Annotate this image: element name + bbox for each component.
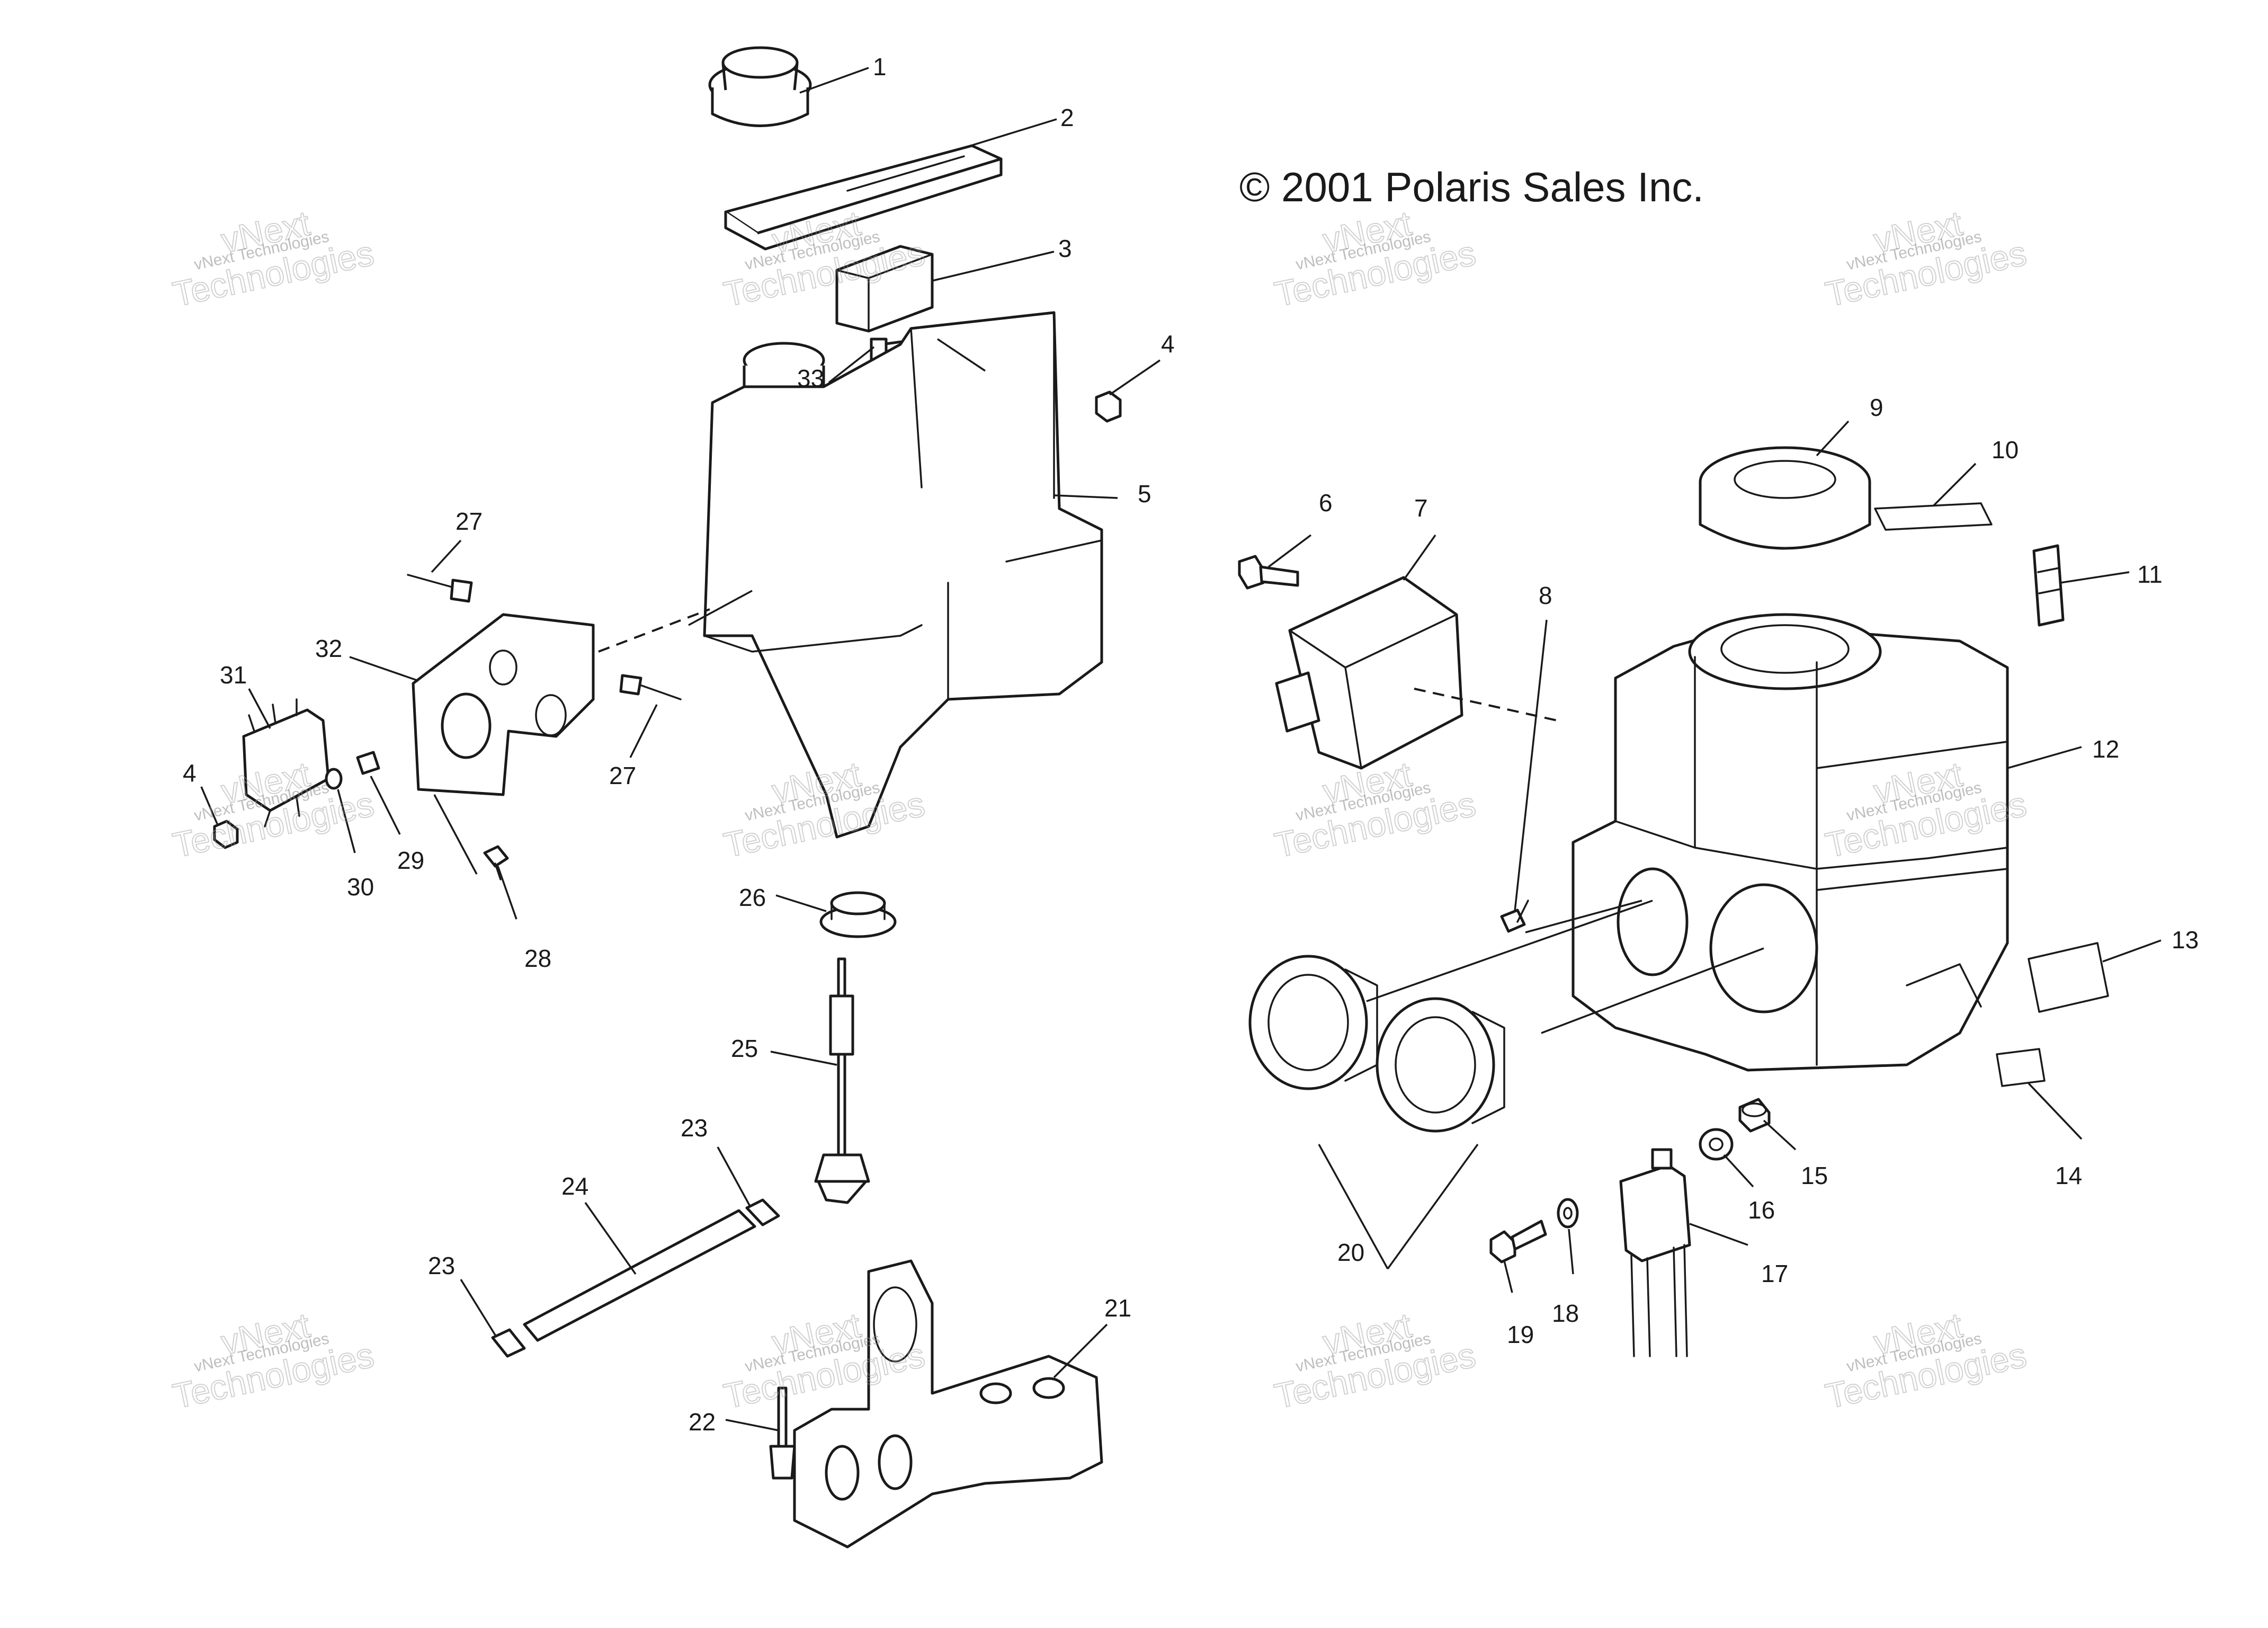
callout-29: 29 xyxy=(397,847,424,874)
part-5-reservoir xyxy=(703,311,1103,839)
part-7-module xyxy=(1275,576,1463,770)
callout-30: 30 xyxy=(347,873,374,901)
part-15-grommet xyxy=(1738,1098,1771,1133)
callout-26: 26 xyxy=(739,884,766,911)
callout-33: 33 xyxy=(797,364,824,392)
part-28-screw xyxy=(483,845,509,880)
part-3-block xyxy=(835,245,934,333)
part-25-sensor xyxy=(814,957,870,1204)
part-10-decal xyxy=(1874,502,1993,531)
part-26-grommet xyxy=(819,891,897,938)
part-4-nut-upper xyxy=(1095,390,1122,423)
callout-13: 13 xyxy=(2172,926,2199,954)
part-1-cap xyxy=(708,46,812,127)
watermark-1: vNext vNext Technologies Technologies xyxy=(169,203,378,315)
callout-20: 20 xyxy=(1337,1239,1364,1266)
callout-2: 2 xyxy=(1060,104,1074,131)
part-24-hose xyxy=(523,1209,756,1342)
watermark-9: vNext vNext Technologies Technologies xyxy=(169,1305,378,1417)
watermark-11: vNext vNext Technologies Technologies xyxy=(1271,1305,1479,1417)
callout-27-lower: 27 xyxy=(609,762,636,789)
callout-19: 19 xyxy=(1507,1321,1534,1348)
watermark-4: vNext vNext Technologies Technologies xyxy=(1821,203,2030,315)
callout-1: 1 xyxy=(873,53,887,81)
part-29-plate xyxy=(356,751,380,775)
callout-7: 7 xyxy=(1414,494,1428,522)
part-2-cover xyxy=(724,144,1003,251)
part-21-bracket xyxy=(793,1259,1103,1549)
part-27-pin-upper xyxy=(407,574,473,603)
part-19-bolt xyxy=(1489,1220,1547,1264)
callout-31: 31 xyxy=(220,661,247,689)
part-32-plate xyxy=(412,613,595,796)
part-8-valve xyxy=(1500,900,1529,933)
callout-8: 8 xyxy=(1539,582,1552,609)
callout-23-left: 23 xyxy=(428,1252,455,1279)
part-30-ring xyxy=(325,768,343,790)
callout-10: 10 xyxy=(1992,436,2019,464)
callout-4-lower: 4 xyxy=(183,759,197,787)
callout-labels: 1 2 3 4 5 6 7 8 9 10 11 12 13 14 15 16 1… xyxy=(183,53,2199,1436)
copyright-text: © 2001 Polaris Sales Inc. xyxy=(1239,164,1704,210)
part-17-coil xyxy=(1619,1148,1691,1357)
callout-15: 15 xyxy=(1801,1162,1828,1189)
part-13-decal xyxy=(2028,942,2109,1013)
part-4-nut-lower xyxy=(213,820,239,849)
part-23-clamp-right xyxy=(745,1198,780,1226)
explode-lines xyxy=(598,338,1764,1034)
callout-16: 16 xyxy=(1748,1196,1775,1224)
callout-32: 32 xyxy=(315,635,342,662)
part-20-boot-right xyxy=(1376,997,1505,1133)
callout-22: 22 xyxy=(689,1408,716,1436)
part-23-clamp-left xyxy=(491,1328,526,1358)
callout-23-right: 23 xyxy=(681,1114,708,1142)
part-27-pin-lower xyxy=(619,674,682,700)
part-18-washer xyxy=(1557,1198,1579,1229)
callout-4-upper: 4 xyxy=(1161,330,1175,358)
callout-27-upper: 27 xyxy=(456,508,483,535)
callout-28: 28 xyxy=(524,945,551,972)
part-6-bolt xyxy=(1238,555,1299,590)
callout-6: 6 xyxy=(1319,489,1333,517)
callout-18: 18 xyxy=(1552,1300,1579,1327)
part-20-boot-left xyxy=(1248,955,1378,1090)
leader-lines xyxy=(200,67,2162,1431)
callout-21: 21 xyxy=(1104,1294,1131,1322)
part-9-seal xyxy=(1699,446,1871,550)
part-14-decal xyxy=(1996,1048,2046,1087)
callout-11: 11 xyxy=(2137,561,2163,588)
callout-9: 9 xyxy=(1870,394,1883,421)
callout-14: 14 xyxy=(2055,1162,2082,1189)
callout-17: 17 xyxy=(1761,1260,1788,1287)
part-22-rivet xyxy=(769,1386,796,1480)
part-11-latch xyxy=(2032,544,2065,627)
watermark-12: vNext vNext Technologies Technologies xyxy=(1821,1305,2030,1417)
callout-25: 25 xyxy=(731,1035,758,1062)
callout-3: 3 xyxy=(1058,235,1072,262)
callout-24: 24 xyxy=(561,1172,588,1200)
callout-12: 12 xyxy=(2092,735,2119,763)
part-12-airbox xyxy=(1571,613,2009,1072)
part-16-washer xyxy=(1699,1128,1734,1161)
callout-5: 5 xyxy=(1138,480,1151,508)
